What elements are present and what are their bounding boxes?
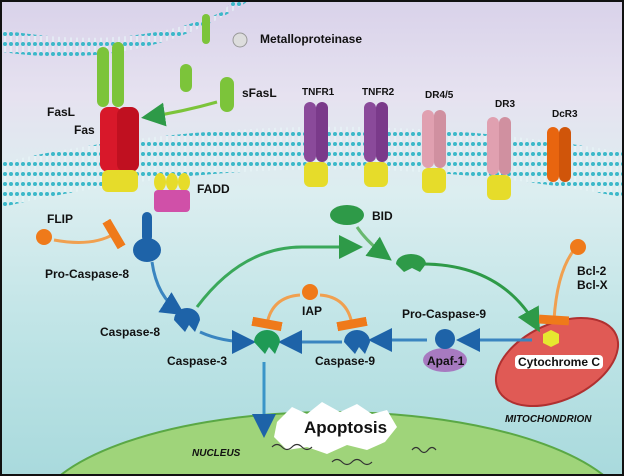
arrow-procasp8-to-casp8 <box>150 261 186 316</box>
shed-fasl <box>202 14 210 44</box>
flip-molecule <box>36 229 52 245</box>
label-bcl2: Bcl-2 <box>577 264 607 278</box>
apaf1-protein <box>423 348 467 372</box>
caspase-9 <box>344 330 370 354</box>
label-caspase-3: Caspase-3 <box>167 354 228 368</box>
label-nucleus: NUCLEUS <box>192 448 241 459</box>
label-caspase-8: Caspase-8 <box>100 325 161 339</box>
label-tnfr1: TNFR1 <box>302 87 335 98</box>
flip-inhibition <box>53 218 126 250</box>
bcl2-molecule <box>570 239 586 255</box>
iap-molecule <box>302 284 318 300</box>
caspase-8 <box>174 308 200 332</box>
cytochrome-c <box>543 330 559 347</box>
apoptosis-cloud <box>274 402 397 454</box>
tbid-protein <box>396 254 426 272</box>
label-fasl: FasL <box>47 105 76 119</box>
label-sfasl: sFasL <box>242 86 277 100</box>
label-flip: FLIP <box>47 212 73 226</box>
fasl-protein <box>112 42 124 107</box>
arrow-casp8-to-bid <box>195 235 363 308</box>
dcr3-receptor <box>547 127 571 182</box>
label-bid: BID <box>372 209 393 223</box>
label-dr45: DR4/5 <box>425 90 454 101</box>
arrow-bid-to-tbid <box>355 226 392 261</box>
iap-inhibition <box>251 293 301 332</box>
label-mitochondrion: MITOCHONDRION <box>505 414 592 425</box>
caspase-3 <box>254 330 280 354</box>
label-dr3: DR3 <box>495 99 516 110</box>
label-dcr3: DcR3 <box>552 109 578 120</box>
label-iap: IAP <box>302 304 323 318</box>
outer-membrane <box>2 2 247 57</box>
pro-caspase-9 <box>435 329 455 349</box>
tnfr1-receptor <box>304 102 328 187</box>
bid-protein <box>330 205 364 225</box>
sfasl-protein <box>220 77 234 112</box>
fas-death-domain <box>102 170 138 192</box>
label-caspase-9: Caspase-9 <box>315 354 376 368</box>
fadd-adaptor <box>154 173 190 212</box>
dna-strand <box>271 443 437 466</box>
shed-fasl <box>180 64 192 92</box>
sfasl-arrow <box>141 100 218 127</box>
label-fas: Fas <box>74 123 95 137</box>
label-cytochrome-c: Cytochrome C <box>515 355 604 369</box>
label-apoptosis: Apoptosis <box>304 418 388 437</box>
label-pro-caspase-9: Pro-Caspase-9 <box>402 307 487 321</box>
fas-receptor <box>100 107 122 172</box>
dr45-receptor <box>422 110 446 193</box>
tnfr2-receptor <box>364 102 388 187</box>
pro-caspase-8 <box>133 238 161 262</box>
bcl2-inhibition <box>538 249 576 326</box>
arrow-casp8-to-casp3 <box>199 329 256 354</box>
label-tnfr2: TNFR2 <box>362 87 395 98</box>
fas-receptor <box>117 107 139 172</box>
iap-inhibition <box>319 293 368 332</box>
pro-caspase-8 <box>142 212 152 242</box>
label-pro-caspase-8: Pro-Caspase-8 <box>45 267 130 281</box>
arrow-tbid-to-mito <box>421 262 540 333</box>
label-metalloproteinase: Metalloproteinase <box>260 32 363 46</box>
label-fadd: FADD <box>197 182 230 196</box>
label-apaf1: Apaf-1 <box>427 354 465 368</box>
metalloproteinase-enzyme <box>232 32 248 48</box>
label-bclx: Bcl-X <box>577 278 608 292</box>
fasl-protein <box>97 47 109 107</box>
dr3-receptor <box>487 117 511 200</box>
